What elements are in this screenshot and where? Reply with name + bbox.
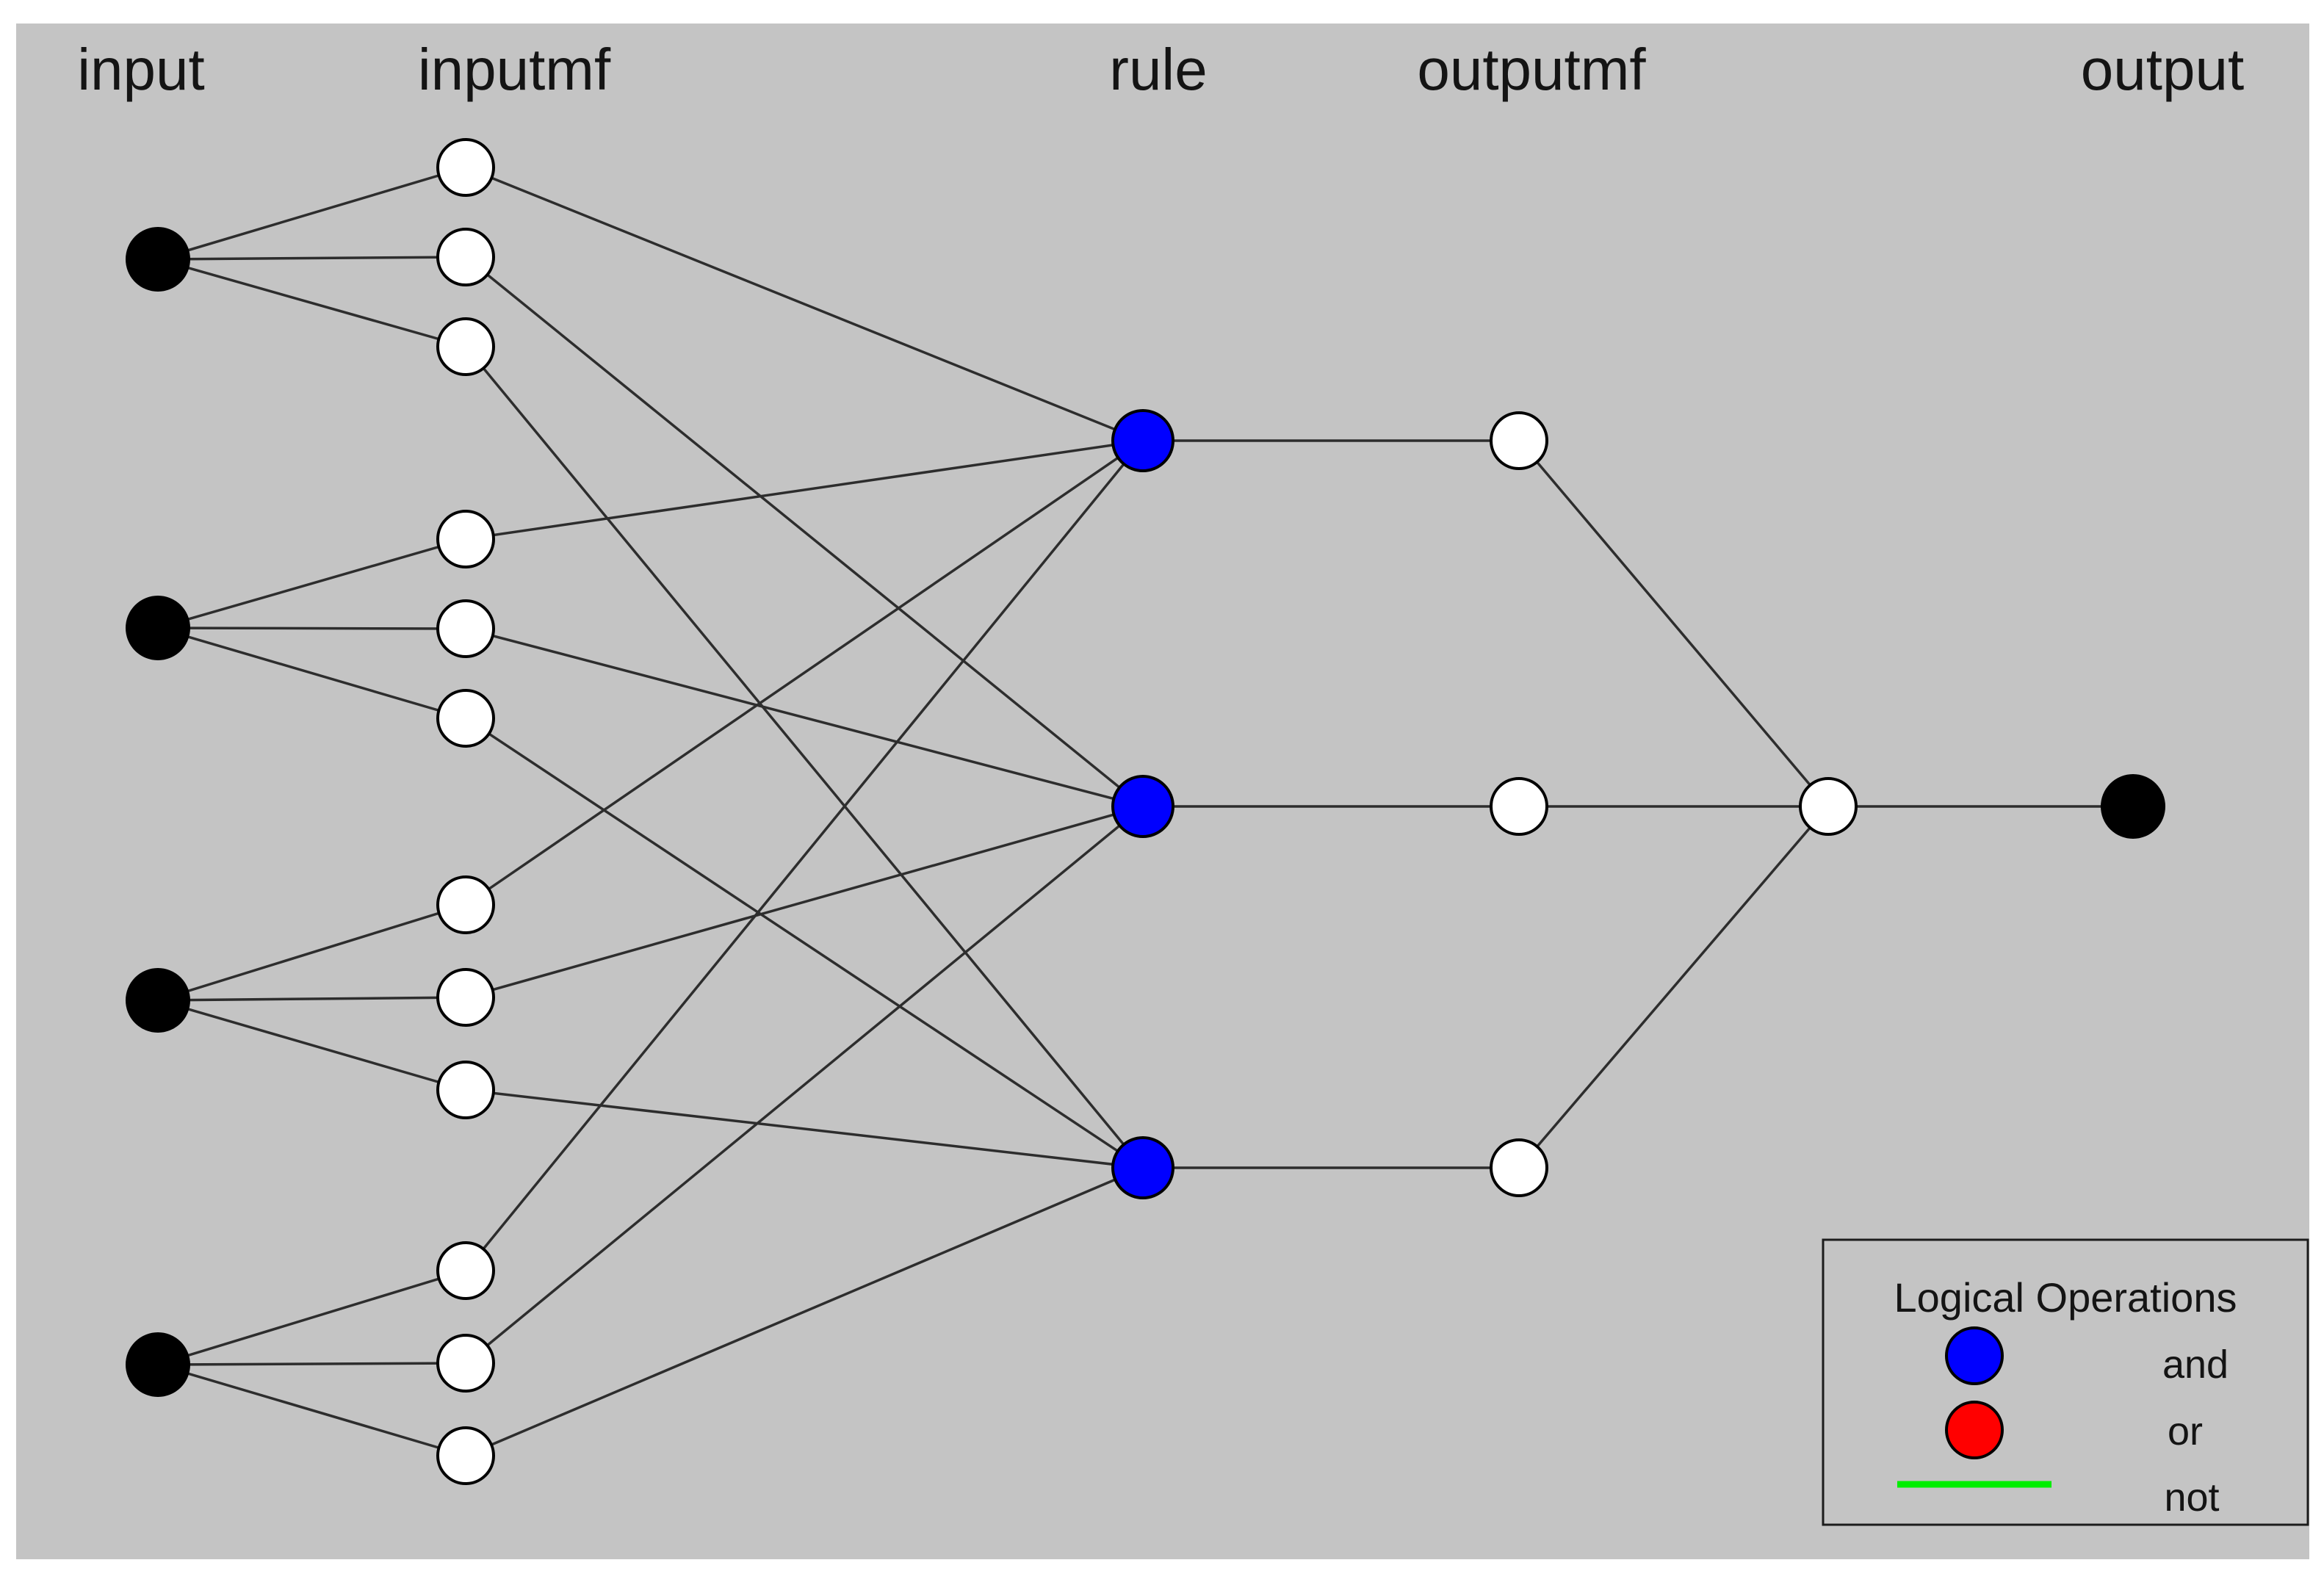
input-node-in4 [126,1332,190,1397]
inputmf-node-mf2_1 [436,510,495,568]
edge-mf3_2-r2 [465,805,1144,999]
legend-or-circle-icon [1945,1401,2004,1459]
input-node-in2 [126,596,190,660]
edge-in3-mf3_2 [157,996,466,1002]
inputmf-node-mf3_2 [436,968,495,1027]
column-label-inputmf: inputmf [418,37,611,102]
inputmf-node-mf3_3 [436,1061,495,1119]
edge-in1-mf1_2 [157,256,466,261]
edge-in4-mf4_2 [157,1362,466,1366]
inputmf-node-mf1_1 [436,138,495,197]
inputmf-node-mf1_2 [436,228,495,286]
edge-mf3_1-r1 [465,439,1144,906]
edge-mf1_2-r2 [464,256,1144,808]
edge-in3-mf3_3 [157,999,466,1091]
column-label-input: input [77,37,204,102]
edge-om3-agg [1518,805,1830,1169]
inputmf-node-mf1_3 [436,317,495,376]
edge-in3-mf3_1 [157,903,466,1002]
input-node-in1 [126,227,190,292]
rule-node-r3 [1111,1136,1174,1199]
edge-mf4_3-r3 [465,1166,1144,1457]
nodes-layer [126,138,2165,1485]
rule-node-r1 [1111,409,1174,472]
outputmf-node-om1 [1490,411,1548,470]
edge-mf1_3-r3 [464,345,1144,1169]
aggregate-node-agg [1799,777,1858,836]
outputmf-node-om2 [1490,777,1548,836]
inputmf-node-mf2_3 [436,689,495,748]
legend-title: Logical Operations [1894,1274,2237,1321]
edge-in2-mf2_1 [157,538,466,629]
column-labels: input inputmf rule outputmf output [77,37,2244,102]
inputmf-node-mf3_1 [436,875,495,934]
edge-mf2_3-r3 [465,717,1144,1169]
legend-box [1822,1238,2309,1526]
inputmf-node-mf4_3 [436,1426,495,1485]
outputmf-node-om3 [1490,1138,1548,1197]
edge-in1-mf1_1 [157,166,466,261]
edge-om1-agg [1518,439,1830,808]
legend-not-label: not [2164,1476,2219,1520]
output-node-out [2101,774,2165,839]
edge-mf3_3-r3 [465,1088,1144,1169]
rule-node-r2 [1111,775,1174,838]
edge-mf4_1-r1 [464,439,1144,1272]
edge-mf2_1-r1 [465,439,1144,541]
edge-in2-mf2_2 [157,626,466,630]
edge-mf2_2-r2 [465,627,1144,808]
edge-in4-mf4_3 [157,1363,466,1457]
edge-mf4_2-r2 [464,805,1144,1365]
edge-mf1_1-r1 [465,166,1144,442]
column-label-output: output [2081,37,2244,102]
column-label-rule: rule [1109,37,1207,102]
legend-and-label: and [2162,1343,2229,1387]
legend-or-label: or [2168,1409,2203,1453]
legend: Logical Operations and or not [1822,1238,2309,1526]
edges-layer [157,166,2133,1457]
legend-and-circle-icon [1945,1326,2004,1385]
column-label-outputmf: outputmf [1417,37,1646,102]
inputmf-node-mf2_2 [436,599,495,658]
edge-in2-mf2_3 [157,626,466,720]
input-node-in3 [126,968,190,1033]
inputmf-node-mf4_2 [436,1334,495,1393]
edge-in1-mf1_3 [157,258,466,348]
edge-in4-mf4_1 [157,1269,466,1366]
inputmf-node-mf4_1 [436,1241,495,1300]
